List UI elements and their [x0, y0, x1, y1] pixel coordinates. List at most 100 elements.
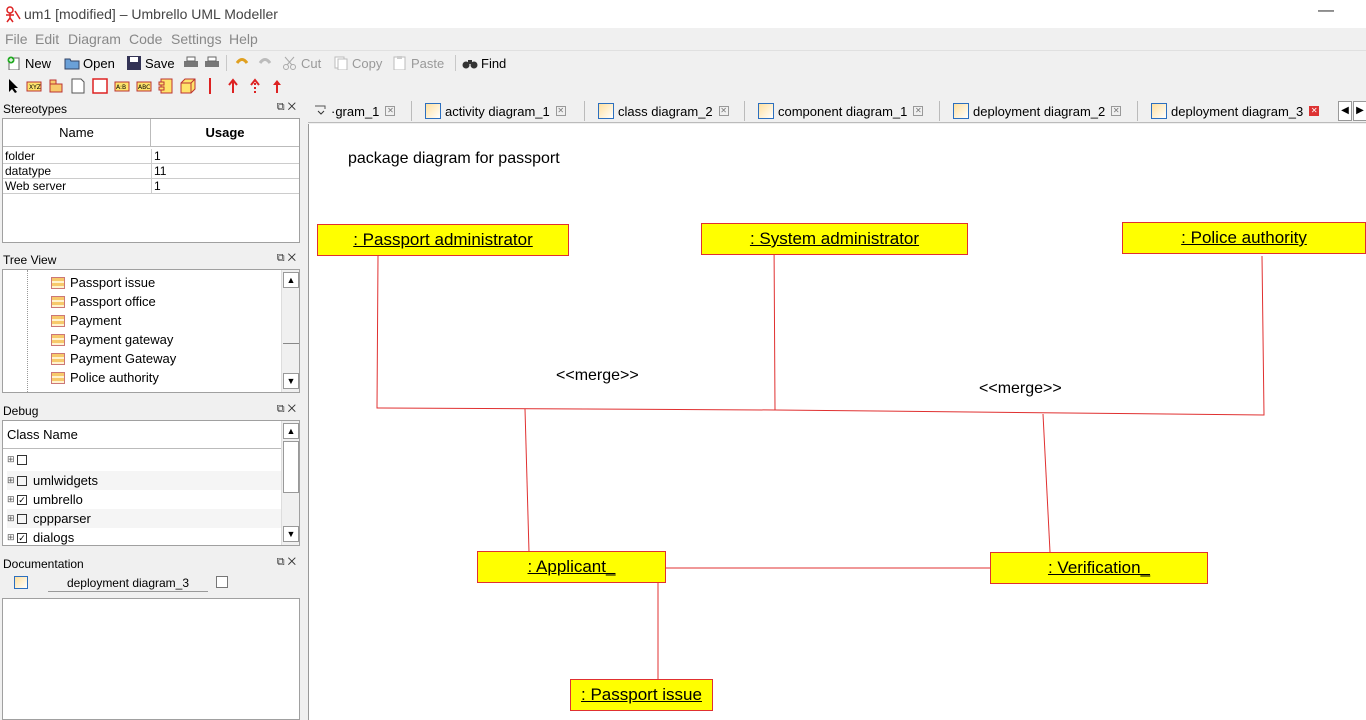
tab-dropdown-icon[interactable]	[314, 105, 328, 117]
diagram-canvas[interactable]: package diagram for passport : Passport …	[308, 124, 1366, 720]
note-tool-icon[interactable]	[70, 78, 86, 94]
table-row[interactable]: folder 1	[3, 149, 299, 164]
dock-buttons[interactable]: ⧉ ✕	[277, 101, 296, 114]
close-icon[interactable]: ✕	[287, 403, 296, 415]
float-icon[interactable]: ⧉	[276, 252, 285, 264]
float-icon[interactable]: ⧉	[276, 101, 285, 113]
dock-buttons[interactable]: ⧉ ✕	[277, 556, 296, 569]
applicant-link[interactable]	[524, 408, 530, 553]
save-button[interactable]: Save	[126, 54, 175, 72]
tab-diagram-1[interactable]: ·gram_1✕	[314, 102, 396, 120]
class-name-header[interactable]: Class Name	[3, 421, 281, 449]
object-tool-icon[interactable]: XYZ	[26, 78, 42, 94]
component-tool-icon[interactable]	[158, 78, 174, 94]
close-icon[interactable]: ✕	[287, 101, 296, 113]
paste-button[interactable]: Paste	[392, 54, 444, 72]
generalization-tool-icon[interactable]	[269, 78, 285, 94]
list-item[interactable]: ⊞cppparser	[7, 509, 281, 528]
list-item[interactable]: ⊞umlwidgets	[7, 471, 281, 490]
usage-column-header[interactable]: Usage	[205, 125, 245, 140]
passport-issue-object[interactable]: : Passport issue	[570, 679, 713, 711]
new-button[interactable]: New	[6, 54, 51, 72]
dock-buttons[interactable]: ⧉ ✕	[277, 252, 296, 265]
copy-button[interactable]: Copy	[333, 54, 382, 72]
passport-administrator-object[interactable]: : Passport administrator	[317, 224, 569, 256]
menu-settings[interactable]: Settings	[171, 31, 222, 47]
scroll-up-icon[interactable]: ▲	[283, 272, 299, 288]
box-tool-icon[interactable]	[92, 78, 108, 94]
tab-close-icon[interactable]: ✕	[718, 106, 729, 116]
tree-item[interactable]: Passport issue	[51, 273, 155, 292]
abc-tool-icon[interactable]: ABC	[136, 78, 152, 94]
menu-help[interactable]: Help	[229, 31, 258, 47]
menu-file[interactable]: File	[5, 31, 28, 47]
table-row[interactable]: Web server 1	[3, 179, 299, 194]
checkbox-checked[interactable]: ✓	[17, 494, 27, 505]
dashed-arrow-tool-icon[interactable]	[247, 78, 263, 94]
checkbox-checked[interactable]: ✓	[17, 532, 27, 543]
tab-close-icon[interactable]: ✕	[385, 106, 396, 116]
redo-button[interactable]	[257, 54, 276, 72]
tree-item[interactable]: Police authority	[51, 368, 159, 387]
verification-object[interactable]: : Verification_	[990, 552, 1208, 584]
float-icon[interactable]: ⧉	[276, 556, 285, 568]
package-tool-icon[interactable]	[48, 78, 64, 94]
minimize-button[interactable]: —	[1318, 2, 1334, 19]
checkbox[interactable]	[17, 513, 27, 524]
tab-scroll-left-icon[interactable]: ◀	[1338, 101, 1352, 121]
expand-icon[interactable]: ⊞	[7, 513, 15, 523]
float-icon[interactable]: ⧉	[276, 403, 285, 415]
tab-close-icon[interactable]: ✕	[555, 106, 566, 116]
close-icon[interactable]: ✕	[287, 252, 296, 264]
select-arrow-icon[interactable]	[6, 78, 22, 94]
tab-deployment-diagram-3[interactable]: deployment diagram_3✕	[1151, 102, 1320, 120]
documentation-textarea[interactable]	[2, 598, 300, 720]
tab-deployment-diagram-2[interactable]: deployment diagram_2✕	[953, 102, 1122, 120]
tab-close-icon[interactable]: ✕	[1111, 106, 1122, 116]
expand-icon[interactable]: ⊞	[7, 532, 15, 542]
scroll-down-icon[interactable]: ▼	[283, 526, 299, 542]
tree-item[interactable]: Payment	[51, 311, 121, 330]
expand-icon[interactable]: ⊞	[7, 494, 15, 504]
merge-connector-left[interactable]	[376, 238, 776, 411]
text-tool-icon[interactable]: A:B	[114, 78, 130, 94]
open-button[interactable]: Open	[64, 54, 115, 72]
documentation-checkbox[interactable]	[216, 576, 228, 588]
tab-close-icon[interactable]: ✕	[1309, 106, 1320, 116]
print-preview-button[interactable]	[204, 54, 223, 72]
checkbox[interactable]	[17, 454, 27, 465]
tab-scroll-right-icon[interactable]: ▶	[1353, 101, 1366, 121]
tab-close-icon[interactable]: ✕	[913, 106, 924, 116]
verification-link[interactable]	[1042, 413, 1051, 553]
table-row[interactable]: datatype 11	[3, 164, 299, 179]
tree-item[interactable]: Payment gateway	[51, 330, 173, 349]
scroll-up-icon[interactable]: ▲	[283, 423, 299, 439]
tree-item[interactable]: Payment Gateway	[51, 349, 176, 368]
tab-class-diagram-2[interactable]: class diagram_2✕	[598, 102, 729, 120]
list-item[interactable]: ⊞✓umbrello	[7, 490, 83, 509]
undo-button[interactable]	[234, 54, 253, 72]
scroll-down-icon[interactable]: ▼	[283, 373, 299, 389]
menu-diagram[interactable]: Diagram	[68, 31, 121, 47]
scroll-thumb[interactable]	[283, 441, 299, 493]
node-tool-icon[interactable]	[180, 78, 196, 94]
debug-scrollbar[interactable]: ▲ ▼	[281, 421, 299, 545]
dock-buttons[interactable]: ⧉ ✕	[277, 403, 296, 416]
menu-code[interactable]: Code	[129, 31, 163, 47]
tab-component-diagram-1[interactable]: component diagram_1✕	[758, 102, 924, 120]
cut-button[interactable]: Cut	[282, 54, 321, 72]
merge-connector-right[interactable]	[774, 255, 1265, 416]
name-column-header[interactable]: Name	[3, 119, 151, 147]
expand-icon[interactable]: ⊞	[7, 454, 15, 464]
checkbox[interactable]	[17, 475, 27, 486]
applicant-object[interactable]: : Applicant_	[477, 551, 666, 583]
close-icon[interactable]: ✕	[287, 556, 296, 568]
tree-scrollbar[interactable]: ▲ ▼	[281, 270, 299, 392]
print-button[interactable]	[183, 54, 202, 72]
message-tool-icon[interactable]	[209, 78, 211, 94]
tab-activity-diagram-1[interactable]: activity diagram_1✕	[425, 102, 566, 120]
find-button[interactable]: Find	[462, 54, 506, 72]
scroll-thumb[interactable]	[283, 330, 299, 344]
list-item[interactable]: ⊞✓dialogs	[7, 528, 74, 545]
arrow-up-tool-icon[interactable]	[225, 78, 241, 94]
